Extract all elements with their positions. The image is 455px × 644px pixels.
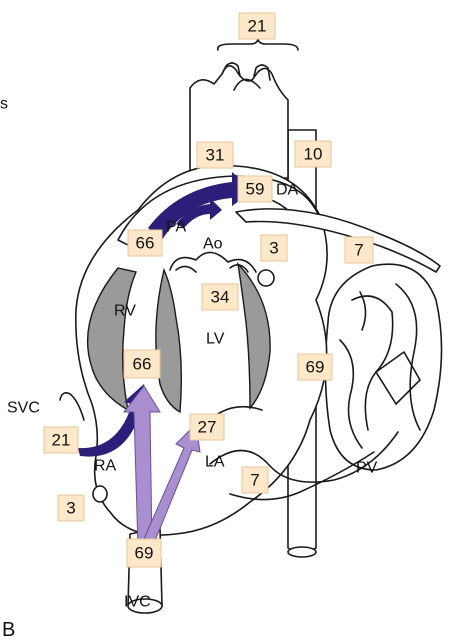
svg-text:31: 31 bbox=[206, 146, 225, 165]
pa-to-da-arrow-2 bbox=[176, 198, 222, 228]
label-right-atrium: RA bbox=[94, 458, 117, 475]
badge-inferior-vena-cava: 69 bbox=[126, 538, 162, 568]
badge-pulmonary-artery-main: 66 bbox=[127, 229, 163, 257]
badge-ductus-arteriosus: 59 bbox=[237, 175, 273, 203]
label-aorta: Ao bbox=[203, 236, 223, 253]
label-pulmonary-vein: PV bbox=[356, 460, 378, 477]
badge-right-ventricle: 66 bbox=[123, 349, 161, 379]
badge-pulmonary-vein: 7 bbox=[241, 466, 269, 494]
aortic-valve bbox=[169, 251, 275, 287]
badge-left-atrium: 27 bbox=[189, 413, 225, 441]
label-svc: SVC bbox=[7, 400, 40, 417]
svg-text:21: 21 bbox=[52, 431, 71, 450]
label-ductus: DA bbox=[276, 182, 299, 199]
label-left-ventricle: LV bbox=[206, 331, 225, 348]
badge-descending-aorta-lower: 69 bbox=[297, 353, 333, 381]
panel-letter: B bbox=[2, 619, 15, 641]
svg-text:7: 7 bbox=[354, 241, 363, 260]
badge-superior-vena-cava: 21 bbox=[43, 426, 79, 454]
lung-vessels bbox=[324, 263, 443, 471]
svg-text:10: 10 bbox=[304, 145, 323, 164]
badge-pulmonary-artery-left: 31 bbox=[196, 141, 234, 169]
pa-to-da-arrow bbox=[148, 172, 254, 240]
label-ivc: IVC bbox=[124, 594, 151, 611]
head-vessels-brace bbox=[216, 37, 299, 51]
svg-text:3: 3 bbox=[269, 239, 278, 258]
svg-text:69: 69 bbox=[306, 358, 325, 377]
superior-vena-cava bbox=[59, 392, 85, 421]
flow-arrows bbox=[78, 172, 254, 549]
svg-text:66: 66 bbox=[133, 355, 152, 374]
badge-aorta-top: 21 bbox=[238, 12, 276, 40]
label-left-atrium: LA bbox=[205, 454, 225, 471]
svg-text:69: 69 bbox=[135, 544, 154, 563]
badge-left-ventricle: 34 bbox=[201, 283, 239, 311]
coronary-sinus bbox=[92, 485, 108, 503]
badge-descending-aorta: 10 bbox=[294, 140, 332, 168]
badge-coronary-sinus: 3 bbox=[57, 494, 85, 522]
badge-lung-vein: 7 bbox=[344, 236, 374, 264]
svg-text:27: 27 bbox=[198, 418, 217, 437]
edge-mark: s bbox=[0, 96, 8, 113]
svg-text:7: 7 bbox=[250, 471, 259, 490]
ventricle-walls bbox=[86, 261, 271, 414]
label-pulmonary-artery: PA bbox=[166, 219, 186, 236]
svg-text:59: 59 bbox=[246, 180, 265, 199]
label-right-ventricle: RV bbox=[114, 303, 136, 320]
svg-text:66: 66 bbox=[136, 234, 155, 253]
svg-text:3: 3 bbox=[66, 499, 75, 518]
badge-aortic-root: 3 bbox=[260, 234, 288, 262]
svg-text:34: 34 bbox=[211, 288, 230, 307]
svg-text:21: 21 bbox=[248, 17, 267, 36]
